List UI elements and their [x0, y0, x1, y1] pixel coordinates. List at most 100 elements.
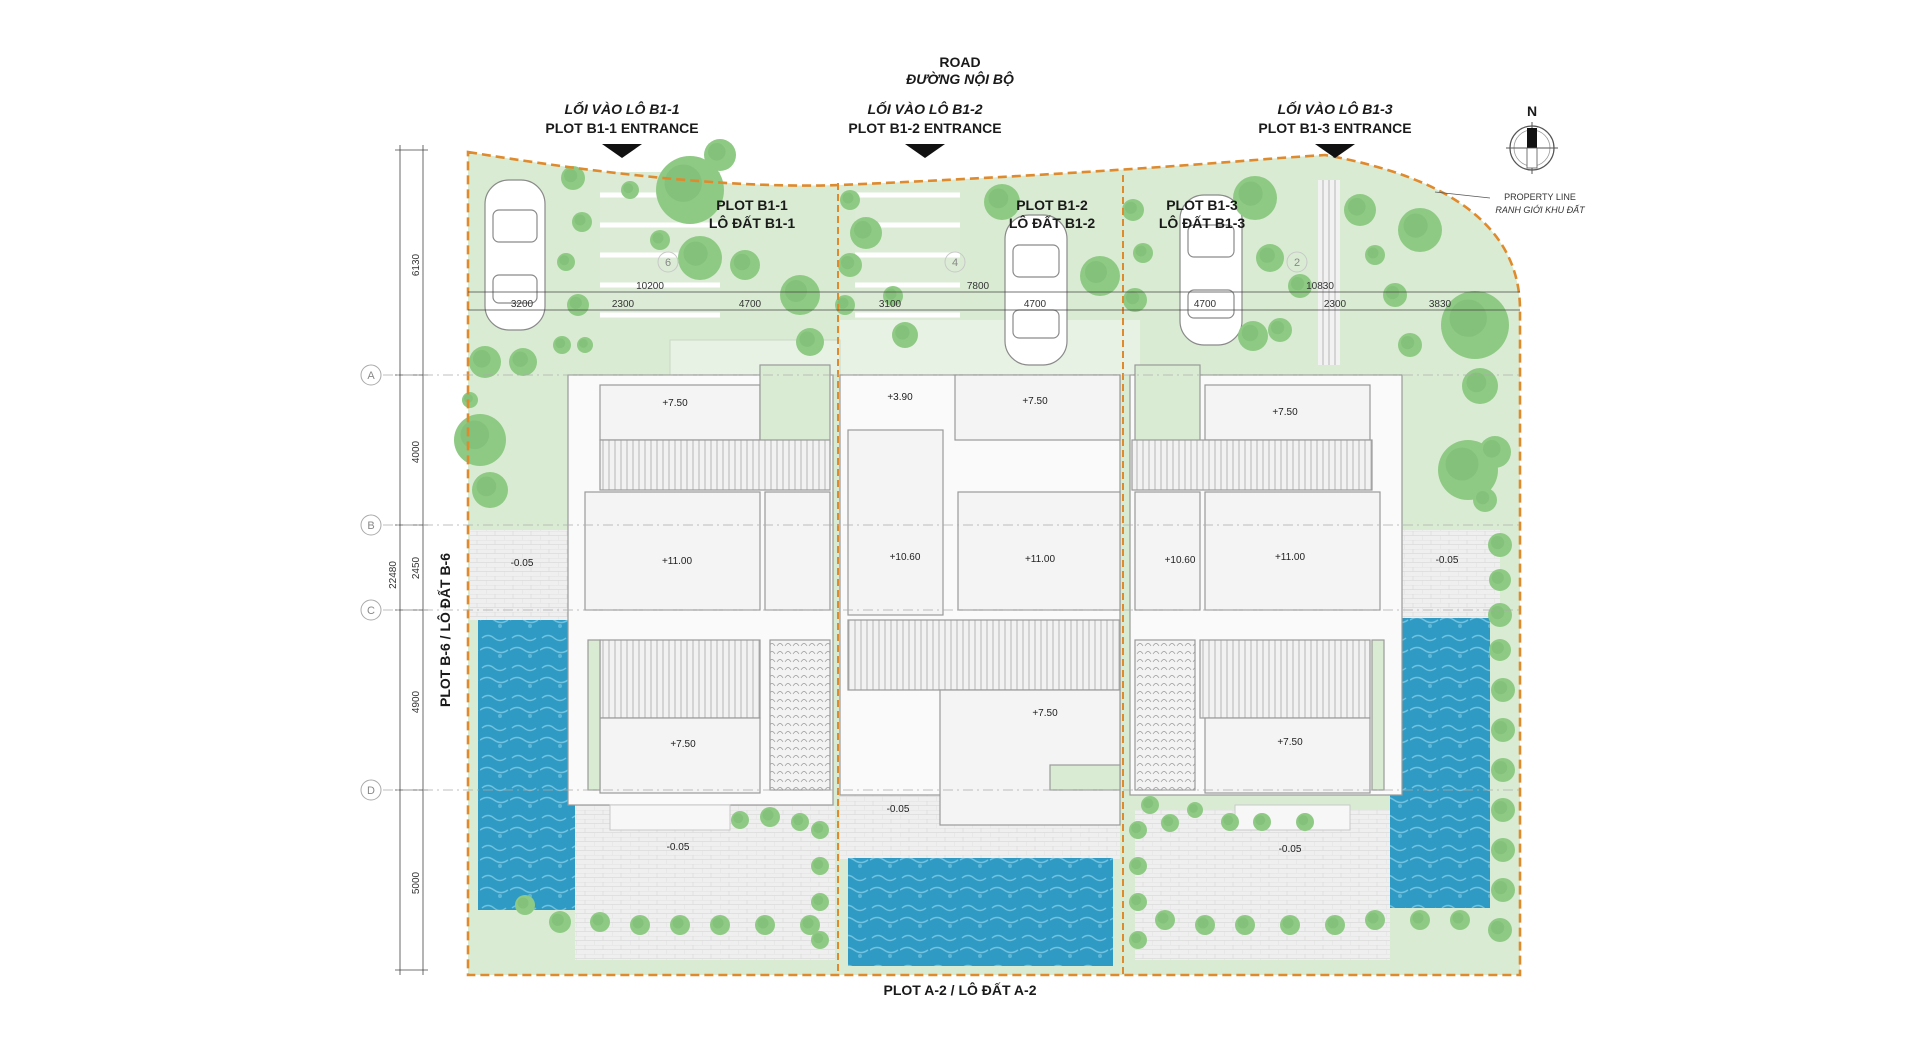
tree: [1129, 931, 1147, 949]
tree: [1479, 436, 1511, 468]
svg-text:2: 2: [1294, 257, 1300, 269]
tree-shade: [564, 169, 578, 183]
property-line-leader: [1434, 191, 1491, 199]
tree: [1268, 318, 1292, 342]
level-mark: +7.50: [662, 398, 688, 409]
dim-h-2: 2300: [612, 299, 635, 310]
tree: [1489, 569, 1511, 591]
tree-shade: [672, 917, 684, 929]
tree-shade: [1124, 201, 1137, 214]
level-mark: +7.50: [670, 739, 696, 750]
tree: [670, 915, 690, 935]
tree: [1462, 368, 1498, 404]
tree: [1488, 533, 1512, 557]
entrance-b1-3-en: PLOT B1-3 ENTRANCE: [1258, 120, 1411, 136]
paving-south-west: [575, 805, 835, 960]
tree-shade: [1491, 641, 1504, 654]
tree-shade: [1449, 299, 1487, 337]
tree-shade: [1271, 321, 1285, 335]
car-b1-3: [1179, 194, 1243, 346]
tree-shade: [1327, 917, 1339, 929]
tree: [1489, 639, 1511, 661]
tree-shade: [1135, 245, 1147, 257]
tree: [1491, 838, 1515, 862]
tree: [577, 337, 593, 353]
tree: [1187, 802, 1203, 818]
tree: [704, 139, 736, 171]
dimension-lines: [395, 145, 1520, 975]
dim-v-3: 2450: [411, 556, 422, 579]
level-labels: +7.50 +3.90 +7.50 +7.50 -0.05 +11.00 +10…: [511, 392, 1459, 855]
tree: [1365, 245, 1385, 265]
tree-shade: [460, 420, 490, 450]
tree: [454, 414, 506, 466]
tree-shade: [517, 897, 529, 909]
tree: [509, 348, 537, 376]
tree: [1398, 333, 1422, 357]
tree: [730, 250, 760, 280]
entrance-b1-2-vn: LỐI VÀO LÔ B1-2: [867, 100, 982, 117]
tree: [1129, 821, 1147, 839]
tree: [1129, 857, 1147, 875]
tree: [630, 915, 650, 935]
tree-shade: [632, 917, 644, 929]
paving-west: [470, 530, 575, 620]
tree-shade: [1494, 761, 1508, 775]
tree-shade: [1466, 372, 1487, 393]
tree: [883, 286, 903, 306]
svg-text:4: 4: [952, 257, 958, 269]
tree: [1383, 283, 1407, 307]
tree: [1195, 915, 1215, 935]
tree-shade: [476, 476, 497, 497]
tree: [1141, 796, 1159, 814]
plot-a2-label: PLOT A-2 / LÔ ĐẤT A-2: [884, 981, 1037, 998]
dim-total-vertical: 22480: [388, 561, 399, 589]
road-subtitle: ĐƯỜNG NỘI BỘ: [906, 70, 1014, 87]
level-mark: +7.50: [1277, 737, 1303, 748]
tree: [731, 811, 749, 829]
north-arrow: N: [1506, 103, 1558, 174]
house-b1-2: [839, 374, 1121, 826]
tree: [1488, 603, 1512, 627]
house-number-4: 4: [944, 251, 966, 273]
plot-b1-1-en: PLOT B1-1: [716, 197, 788, 213]
tree: [515, 895, 535, 915]
parking-b1-3: [1318, 180, 1340, 365]
tree-shade: [813, 823, 824, 834]
tree-shade: [813, 895, 824, 906]
level-mark: +7.50: [1272, 407, 1298, 418]
tree-shade: [1298, 815, 1309, 826]
tree: [755, 915, 775, 935]
tree-shade: [1445, 447, 1479, 481]
plot-b1-3-vn: LÔ ĐẤT B1-3: [1159, 214, 1246, 231]
tree: [1133, 243, 1153, 263]
tree-shade: [1189, 804, 1198, 813]
tree-shade: [1367, 912, 1379, 924]
grid-bubble-d: D: [360, 779, 382, 801]
plot-b1-2-vn: LÔ ĐẤT B1-2: [1009, 214, 1096, 231]
tree-shade: [1491, 606, 1505, 620]
tree: [1410, 910, 1430, 930]
tree: [650, 230, 670, 250]
plot-b1-1-vn: LÔ ĐẤT B1-1: [709, 214, 796, 231]
tree: [811, 857, 829, 875]
tree: [840, 190, 860, 210]
parking-b1-2: [855, 190, 960, 325]
tree-shade: [1491, 536, 1505, 550]
tree-shade: [559, 255, 570, 266]
tree-shade: [1491, 571, 1504, 584]
deck-west: [609, 804, 731, 831]
plot-b6-label: PLOT B-6 / LÔ ĐẤT B-6: [436, 553, 453, 707]
tree: [472, 472, 508, 508]
trees: [454, 139, 1515, 949]
tree: [780, 275, 820, 315]
tree: [1080, 256, 1120, 296]
tree: [1491, 878, 1515, 902]
tree-shade: [733, 813, 744, 824]
dim-h-7: 2300: [1324, 299, 1347, 310]
tree: [557, 253, 575, 271]
svg-text:C: C: [367, 605, 375, 617]
house-number-6: 6: [657, 251, 679, 273]
tree: [1450, 910, 1470, 930]
tree: [811, 893, 829, 911]
